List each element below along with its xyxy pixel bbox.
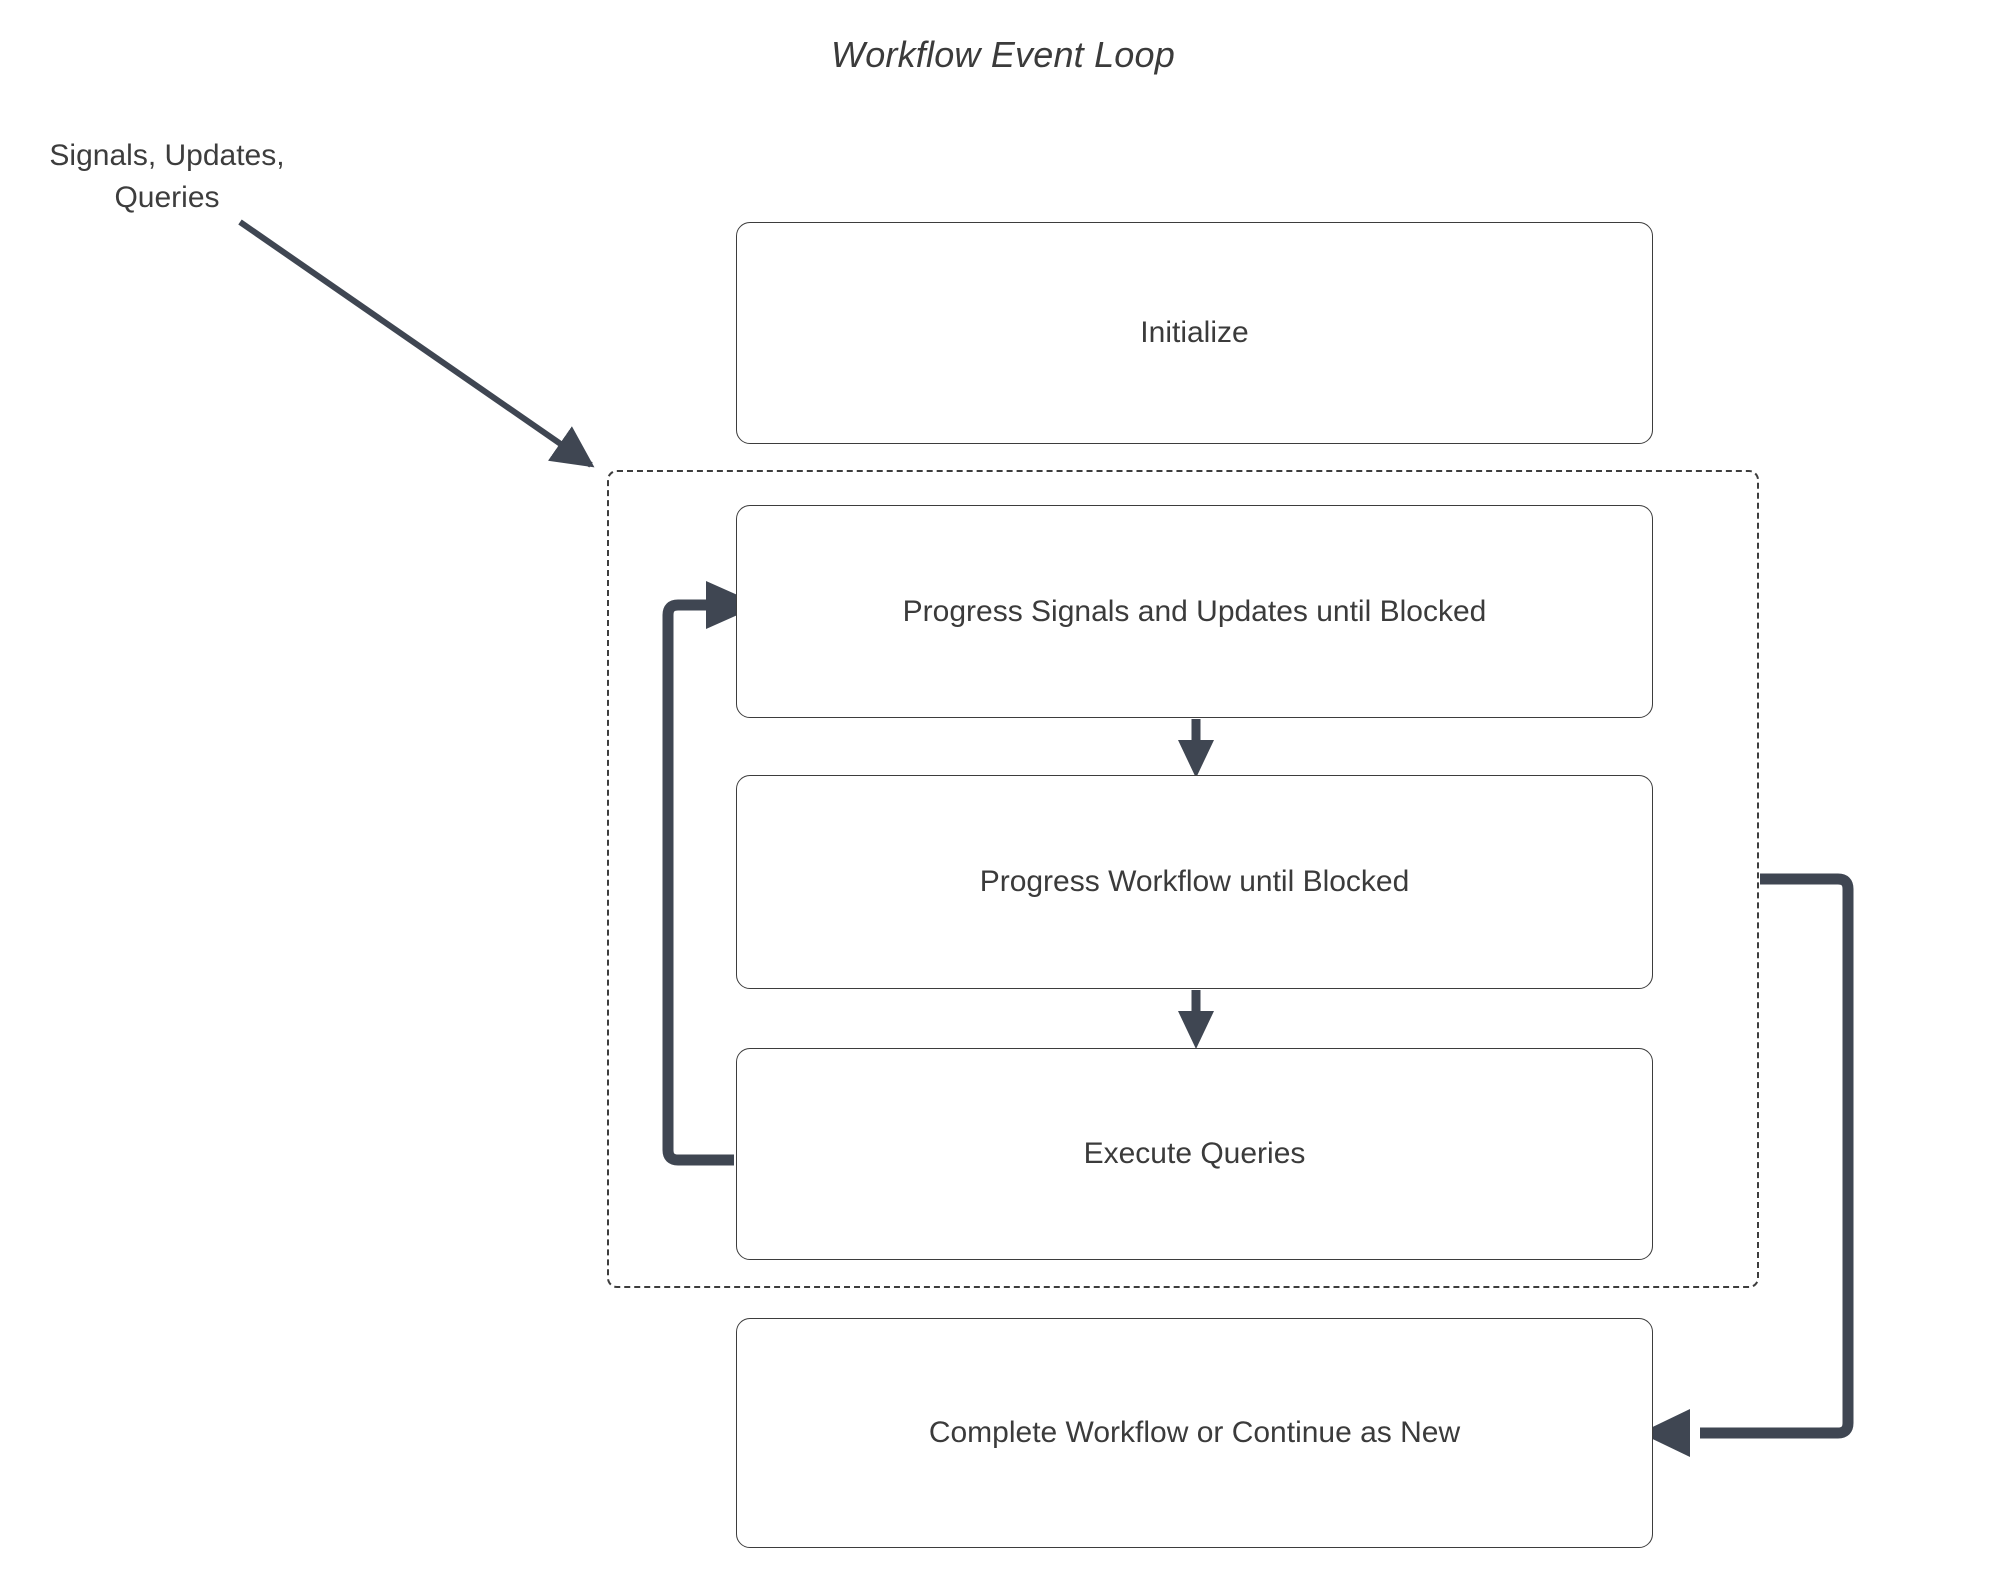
node-execute-queries-label: Execute Queries	[1083, 1137, 1306, 1170]
node-progress-workflow-label: Progress Workflow until Blocked	[979, 865, 1410, 898]
node-progress-workflow[interactable]: Progress Workflow until Blocked	[736, 775, 1653, 989]
edge-external-to-loop	[238, 219, 595, 468]
external-input-label: Signals, Updates, Queries	[49, 139, 285, 214]
node-complete-workflow-label: Complete Workflow or Continue as New	[928, 1416, 1461, 1449]
node-initialize-label: Initialize	[1140, 316, 1249, 349]
node-progress-signals-updates-label: Progress Signals and Updates until Block…	[902, 594, 1487, 628]
node-initialize[interactable]: Initialize	[736, 222, 1653, 444]
node-complete-workflow[interactable]: Complete Workflow or Continue as New	[736, 1318, 1653, 1548]
page-title: Workflow Event Loop	[831, 34, 1175, 75]
node-progress-signals-updates[interactable]: Progress Signals and Updates until Block…	[736, 505, 1653, 718]
event-loop-dashed-container	[607, 470, 1759, 1288]
node-execute-queries[interactable]: Execute Queries	[736, 1048, 1653, 1260]
